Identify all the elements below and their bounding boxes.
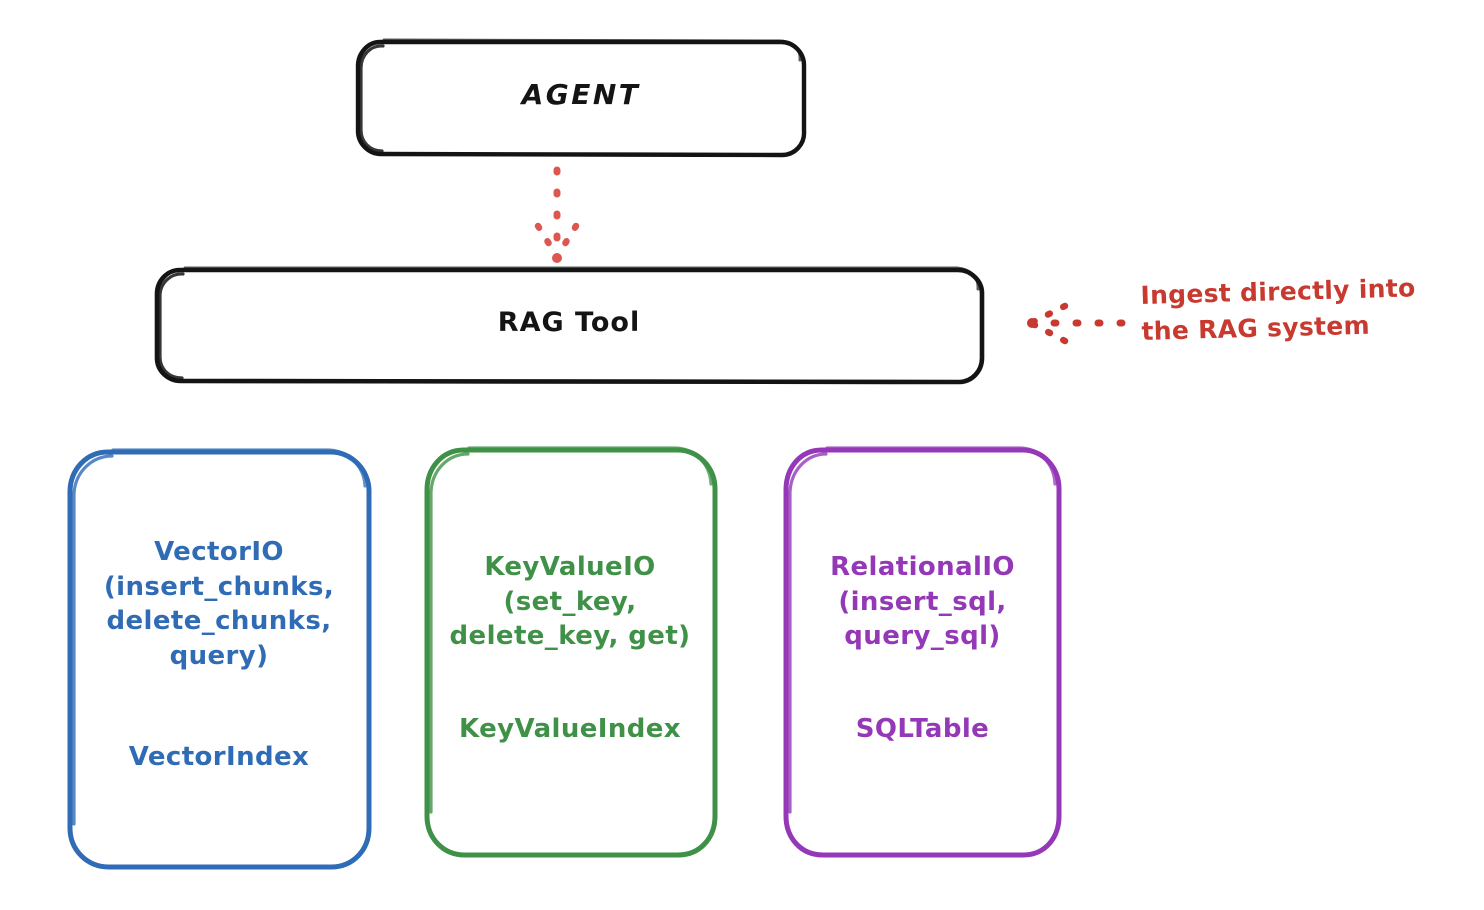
agent-box-outline: [355, 38, 807, 158]
relational-io-box-outline: [783, 446, 1062, 858]
vector-io-box-outline: [67, 448, 372, 870]
rag-tool-box-outline: [154, 266, 985, 385]
key-value-io-box-outline: [424, 446, 718, 858]
edge-agent-to-rag-tool: [534, 166, 580, 263]
edge-annotation-to-rag-tool: [1027, 302, 1126, 345]
ingest-annotation-text: Ingest directly into the RAG system: [1140, 273, 1416, 346]
